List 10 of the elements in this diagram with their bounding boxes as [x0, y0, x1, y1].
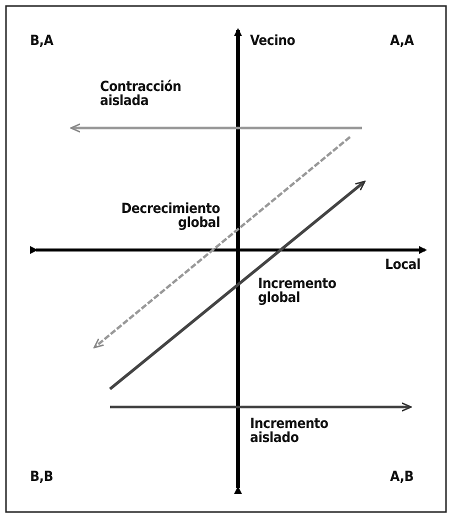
- quadrant-label: B,A: [30, 34, 54, 48]
- quadrant-label: A,A: [390, 34, 415, 48]
- axis-label: Vecino: [250, 34, 296, 48]
- quadrant-label: B,B: [30, 470, 54, 484]
- arrow-label: Incremento global: [258, 277, 338, 305]
- arrow-label: Incremento aislado: [250, 417, 330, 445]
- arrow-label: Contracción aislada: [100, 80, 182, 108]
- axis-label: Local: [385, 258, 422, 272]
- quadrant-label: A,B: [390, 470, 414, 484]
- arrow-label: Decrecimiento global: [120, 202, 220, 230]
